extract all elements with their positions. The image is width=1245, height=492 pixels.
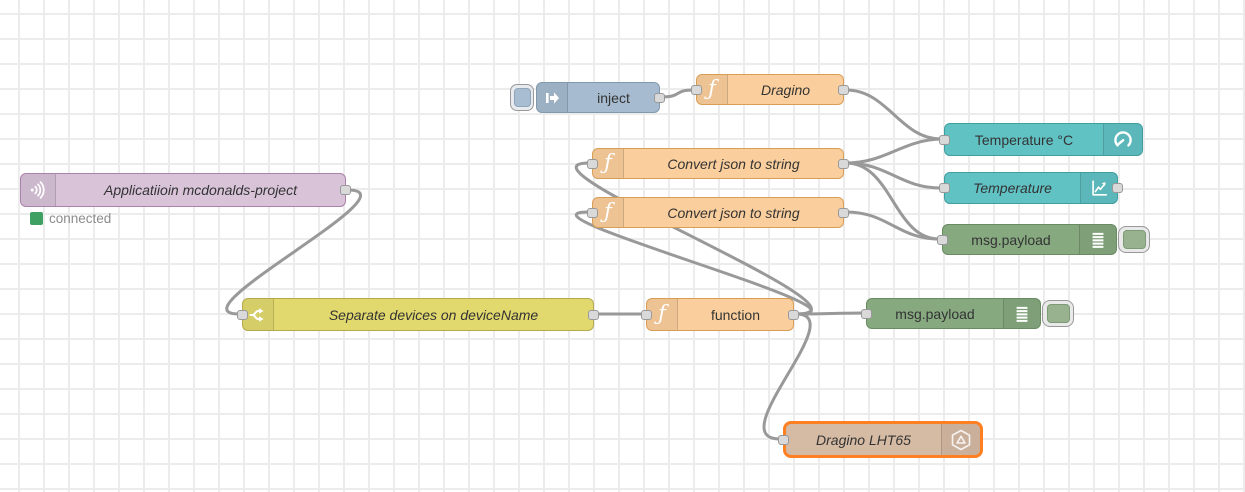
port-out[interactable] [838, 207, 849, 218]
function-icon: ƒ [593, 198, 624, 227]
node-dragino-lht65[interactable]: Dragino LHT65 [778, 421, 983, 458]
node-convert-json-2[interactable]: ƒ Convert json to string [587, 197, 849, 228]
wire[interactable] [575, 161, 813, 316]
port-in[interactable] [691, 84, 702, 95]
function-icon: ƒ [593, 149, 624, 178]
debug-toggle-pad [1046, 304, 1070, 323]
port-in[interactable] [861, 308, 872, 319]
status-dot-icon [30, 212, 43, 225]
inject-button-pad [513, 88, 531, 107]
port-out[interactable] [340, 185, 351, 195]
debug-toggle-pad [1122, 230, 1146, 249]
port-in[interactable] [939, 134, 950, 145]
hexagon-device-icon [941, 424, 980, 455]
node-dragino[interactable]: ƒ Dragino [691, 74, 849, 105]
node-application[interactable]: Applicatiioin mcdonalds-project [20, 173, 351, 207]
node-label: Dragino LHT65 [816, 431, 911, 448]
switch-fork-icon [243, 299, 274, 330]
status-text: connected [49, 211, 112, 226]
port-in[interactable] [237, 309, 248, 320]
port-in[interactable] [937, 234, 948, 245]
node-status: connected [30, 211, 111, 226]
port-out[interactable] [654, 92, 665, 103]
wire[interactable] [845, 161, 940, 241]
node-label: msg.payload [895, 305, 975, 322]
node-label: inject [597, 89, 630, 106]
inject-button[interactable] [510, 84, 534, 111]
node-inject[interactable]: inject [536, 82, 665, 113]
debug-toggle-button[interactable] [1118, 226, 1150, 253]
wire[interactable] [845, 210, 940, 241]
wire[interactable] [225, 188, 362, 316]
port-out[interactable] [838, 84, 849, 95]
inject-icon [537, 83, 568, 112]
debug-toggle-button[interactable] [1042, 300, 1074, 327]
debug-list-icon [1003, 299, 1040, 328]
node-label: Convert json to string [667, 204, 800, 221]
wire[interactable] [845, 88, 942, 141]
debug-list-icon [1079, 225, 1116, 254]
node-label: Applicatiioin mcdonalds-project [104, 182, 297, 198]
port-in[interactable] [939, 183, 950, 193]
node-temperature-gauge[interactable]: Temperature °C [939, 123, 1143, 156]
port-in[interactable] [587, 207, 598, 218]
radio-waves-icon [21, 174, 56, 206]
port-in[interactable] [641, 309, 652, 320]
port-out[interactable] [788, 309, 799, 320]
node-function[interactable]: ƒ function [641, 298, 799, 331]
node-label: msg.payload [971, 231, 1051, 248]
port-in[interactable] [587, 158, 598, 169]
port-out[interactable] [1112, 183, 1123, 193]
node-debug-1[interactable]: msg.payload [937, 224, 1117, 255]
node-temperature-chart[interactable]: Temperature [939, 172, 1123, 204]
wire[interactable] [575, 210, 813, 316]
node-debug-2[interactable]: msg.payload [861, 298, 1041, 329]
port-out[interactable] [588, 309, 599, 320]
node-label: Separate devices on deviceName [328, 306, 539, 323]
gauge-icon [1103, 124, 1142, 155]
node-convert-json-1[interactable]: ƒ Convert json to string [587, 148, 849, 179]
node-label: Convert json to string [667, 155, 800, 172]
wire[interactable] [762, 312, 812, 441]
node-label: Dragino [760, 81, 811, 98]
wire[interactable] [845, 137, 942, 165]
node-label: Temperature [973, 180, 1052, 196]
line-chart-icon [1080, 173, 1117, 203]
port-out[interactable] [838, 158, 849, 169]
node-label: function [710, 306, 761, 323]
node-label: Temperature °C [974, 131, 1074, 148]
port-in[interactable] [778, 434, 789, 445]
function-icon: ƒ [647, 299, 678, 330]
wire[interactable] [659, 88, 695, 99]
function-icon: ƒ [697, 75, 728, 104]
node-separate-devices[interactable]: Separate devices on deviceName [237, 298, 599, 331]
